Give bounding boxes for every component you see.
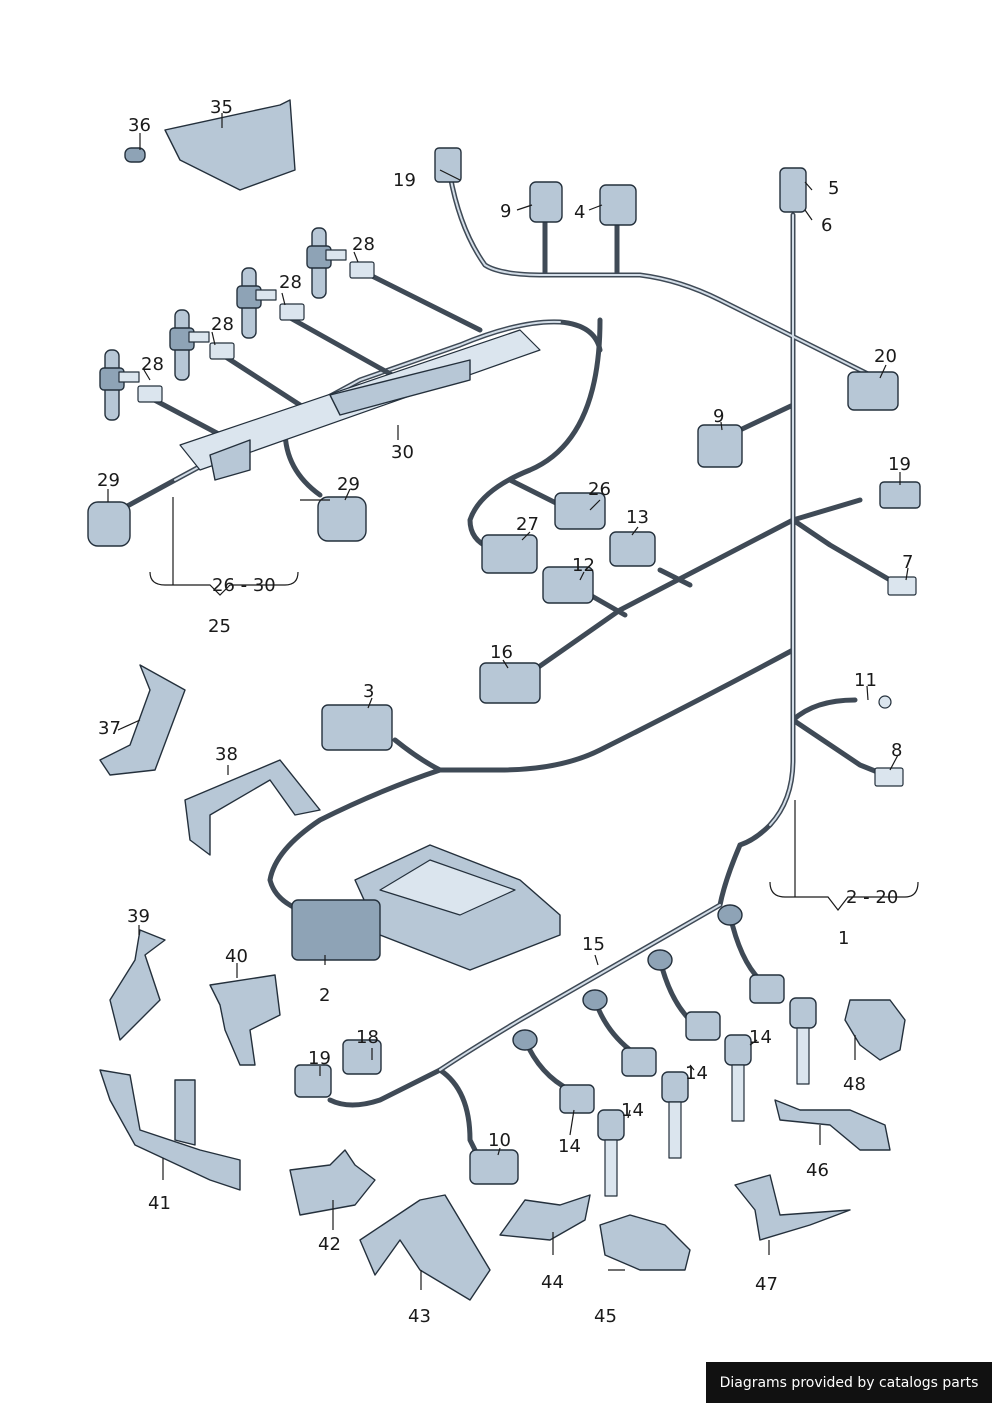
label-9-top: 9 [500, 201, 511, 222]
fuel-injectors [99, 227, 375, 421]
label-3: 3 [363, 681, 374, 702]
label-13: 13 [626, 507, 649, 528]
label-16: 16 [490, 642, 513, 663]
label-46: 46 [806, 1160, 829, 1181]
label-9-mid: 9 [713, 406, 724, 427]
connectors [87, 147, 921, 787]
engine-harness-1 [267, 172, 893, 913]
label-28-c: 28 [211, 314, 234, 335]
ignition-harness-15 [294, 842, 785, 1185]
label-40: 40 [225, 946, 248, 967]
label-2: 2 [319, 985, 330, 1006]
label-45: 45 [594, 1306, 617, 1327]
label-14-c: 14 [621, 1100, 644, 1121]
label-28-a: 28 [352, 234, 375, 255]
label-1: 1 [838, 928, 849, 949]
label-29-right: 29 [337, 474, 360, 495]
label-28-b: 28 [279, 272, 302, 293]
label-7: 7 [902, 552, 913, 573]
label-14-a: 14 [749, 1027, 772, 1048]
label-4: 4 [574, 202, 585, 223]
label-41: 41 [148, 1193, 171, 1214]
label-37: 37 [98, 718, 121, 739]
injector-harness-30 [117, 267, 603, 513]
label-18: 18 [356, 1027, 379, 1048]
label-30: 30 [391, 442, 414, 463]
label-25: 25 [208, 616, 231, 637]
credit-banner: Diagrams provided by catalogs parts [706, 1362, 992, 1403]
label-14-d: 14 [558, 1136, 581, 1157]
label-35: 35 [210, 97, 233, 118]
label-38: 38 [215, 744, 238, 765]
label-12: 12 [572, 555, 595, 576]
part-labels: 35 36 19 9 4 5 6 28 28 28 28 20 9 30 19 … [97, 97, 913, 1327]
label-5: 5 [828, 178, 839, 199]
label-27: 27 [516, 514, 539, 535]
credit-text: Diagrams provided by catalogs parts [719, 1374, 979, 1391]
label-29-left: 29 [97, 470, 120, 491]
label-47: 47 [755, 1274, 778, 1295]
label-39: 39 [127, 906, 150, 927]
label-42: 42 [318, 1234, 341, 1255]
label-6: 6 [821, 215, 832, 236]
control-unit-2 [291, 844, 561, 971]
label-48: 48 [843, 1074, 866, 1095]
label-19-top: 19 [393, 170, 416, 191]
label-15: 15 [582, 934, 605, 955]
label-14-b: 14 [685, 1063, 708, 1084]
label-43: 43 [408, 1306, 431, 1327]
label-36: 36 [128, 115, 151, 136]
brackets [99, 99, 906, 1301]
leader-lines [107, 113, 919, 1290]
label-20: 20 [874, 346, 897, 367]
ignition-coils [597, 997, 817, 1197]
label-11: 11 [854, 670, 877, 691]
label-44: 44 [541, 1272, 564, 1293]
label-range-26-30: 26 - 30 [212, 575, 276, 596]
label-28-d: 28 [141, 354, 164, 375]
label-26: 26 [588, 479, 611, 500]
label-10: 10 [488, 1130, 511, 1151]
label-19-bottom: 19 [308, 1048, 331, 1069]
label-19-right: 19 [888, 454, 911, 475]
label-8: 8 [891, 740, 902, 761]
label-range-2-20: 2 - 20 [846, 887, 898, 908]
